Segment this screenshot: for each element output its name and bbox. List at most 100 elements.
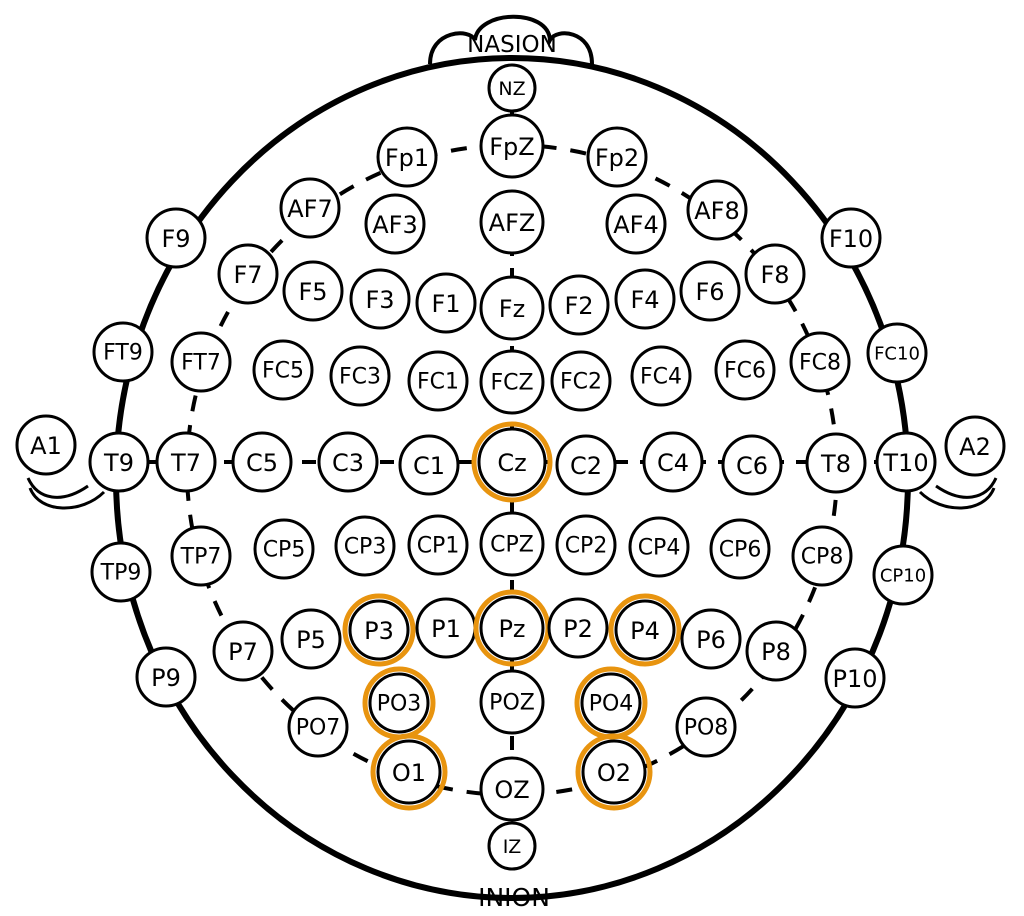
electrode-c3: C3 (317, 431, 379, 493)
electrode-circle-p9 (135, 646, 197, 708)
electrode-ft7: FT7 (170, 331, 232, 393)
electrode-label-fc3: FC3 (339, 365, 381, 390)
electrode-po4: PO4 (574, 666, 648, 740)
electrode-label-cz: Cz (497, 449, 526, 477)
electrode-label-fcz: FCZ (490, 371, 533, 396)
electrode-t7: T7 (155, 431, 217, 493)
electrode-c5: C5 (231, 431, 293, 493)
electrode-tp9: TP9 (90, 541, 152, 603)
electrode-circle-poz (479, 669, 545, 735)
electrode-label-af4: AF4 (613, 211, 659, 239)
electrode-label-afz: AFZ (489, 209, 536, 237)
electrode-circle-af4 (605, 193, 667, 255)
electrode-po3: PO3 (362, 666, 436, 740)
electrode-label-c4: C4 (657, 449, 689, 477)
electrode-af3: AF3 (364, 193, 426, 255)
electrode-circle-a2 (944, 415, 1006, 477)
electrode-label-t9: T9 (103, 449, 134, 477)
electrode-circle-cz (477, 427, 547, 497)
electrode-f1: F1 (415, 272, 477, 334)
electrode-pz: Pz (473, 589, 551, 667)
electrode-c2: C2 (555, 434, 617, 496)
electrode-label-ft7: FT7 (181, 351, 221, 376)
electrode-label-c1: C1 (413, 452, 445, 480)
electrode-cp1: CP1 (407, 514, 469, 576)
electrode-t9: T9 (88, 431, 150, 493)
electrode-label-c5: C5 (246, 449, 278, 477)
electrode-t8: T8 (805, 432, 867, 494)
electrode-circle-t9 (88, 431, 150, 493)
electrode-circle-ft9 (92, 321, 154, 383)
electrode-f6: F6 (679, 260, 741, 322)
electrode-fc8: FC8 (789, 331, 851, 393)
electrode-circle-p5 (280, 608, 342, 670)
electrode-circle-cp10 (872, 544, 934, 606)
electrode-af7: AF7 (279, 177, 341, 239)
electrode-circle-cp1 (407, 514, 469, 576)
electrode-label-fz: Fz (499, 295, 525, 323)
electrode-circle-fp2 (586, 126, 648, 188)
electrode-label-p3: P3 (364, 617, 394, 645)
electrode-fc10: FC10 (866, 322, 928, 384)
electrode-circle-fc10 (866, 322, 928, 384)
electrode-circle-p7 (212, 620, 274, 682)
electrode-p9: P9 (135, 646, 197, 708)
electrode-circle-fz (479, 275, 545, 341)
electrode-o2: O2 (575, 733, 653, 811)
electrode-circle-f6 (679, 260, 741, 322)
electrode-p6: P6 (680, 608, 742, 670)
electrode-circle-af3 (364, 193, 426, 255)
electrode-circle-fc1 (407, 350, 469, 412)
electrode-circle-iz (487, 821, 537, 871)
electrode-circle-af8 (686, 179, 748, 241)
electrode-circle-po8 (675, 696, 737, 758)
electrode-label-po8: PO8 (684, 716, 729, 741)
electrode-fc5: FC5 (252, 339, 314, 401)
electrode-c1: C1 (398, 434, 460, 496)
electrode-label-p10: P10 (832, 665, 877, 693)
nasion-label: NASION (467, 32, 557, 58)
electrode-po8: PO8 (675, 696, 737, 758)
electrode-circle-fpz (479, 113, 545, 179)
electrode-label-p6: P6 (696, 626, 726, 654)
electrode-label-f4: F4 (630, 286, 659, 314)
electrode-label-cp3: CP3 (344, 535, 387, 560)
electrode-circle-tp7 (170, 525, 232, 587)
electrode-tp7: TP7 (170, 525, 232, 587)
electrode-circle-c5 (231, 431, 293, 493)
electrode-fc4: FC4 (630, 345, 692, 407)
electrode-f5: F5 (282, 260, 344, 322)
electrode-label-poz: POZ (489, 691, 535, 716)
electrode-label-cpz: CPZ (490, 533, 534, 558)
electrode-circle-ft7 (170, 331, 232, 393)
electrode-label-fc6: FC6 (724, 359, 766, 384)
electrode-label-c2: C2 (570, 452, 602, 480)
electrode-label-a2: A2 (959, 433, 991, 461)
electrode-label-f9: F9 (161, 225, 190, 253)
electrode-circle-cp5 (253, 518, 315, 580)
highlight-ring-p3 (342, 593, 416, 667)
electrode-circle-fp1 (376, 126, 438, 188)
electrode-circle-c1 (398, 434, 460, 496)
electrode-cpz: CPZ (479, 511, 545, 577)
electrode-circle-c2 (555, 434, 617, 496)
electrode-af8: AF8 (686, 179, 748, 241)
electrode-label-tp9: TP9 (100, 561, 142, 586)
electrode-circle-p4 (614, 599, 676, 661)
highlight-ring-o1 (370, 733, 448, 811)
electrode-label-p4: P4 (630, 617, 660, 645)
electrode-circle-p2 (547, 597, 609, 659)
electrode-label-p9: P9 (151, 664, 181, 692)
electrode-f2: F2 (548, 274, 610, 336)
electrode-circle-fc6 (714, 339, 776, 401)
electrode-circle-cp3 (334, 515, 396, 577)
electrode-circle-oz (479, 756, 545, 822)
electrode-label-f5: F5 (298, 278, 327, 306)
electrode-p1: P1 (415, 597, 477, 659)
electrode-circle-f5 (282, 260, 344, 322)
electrode-label-f10: F10 (829, 225, 873, 253)
electrode-circle-po4 (580, 672, 642, 734)
electrode-circle-o2 (581, 739, 647, 805)
electrode-circle-fc3 (329, 345, 391, 407)
